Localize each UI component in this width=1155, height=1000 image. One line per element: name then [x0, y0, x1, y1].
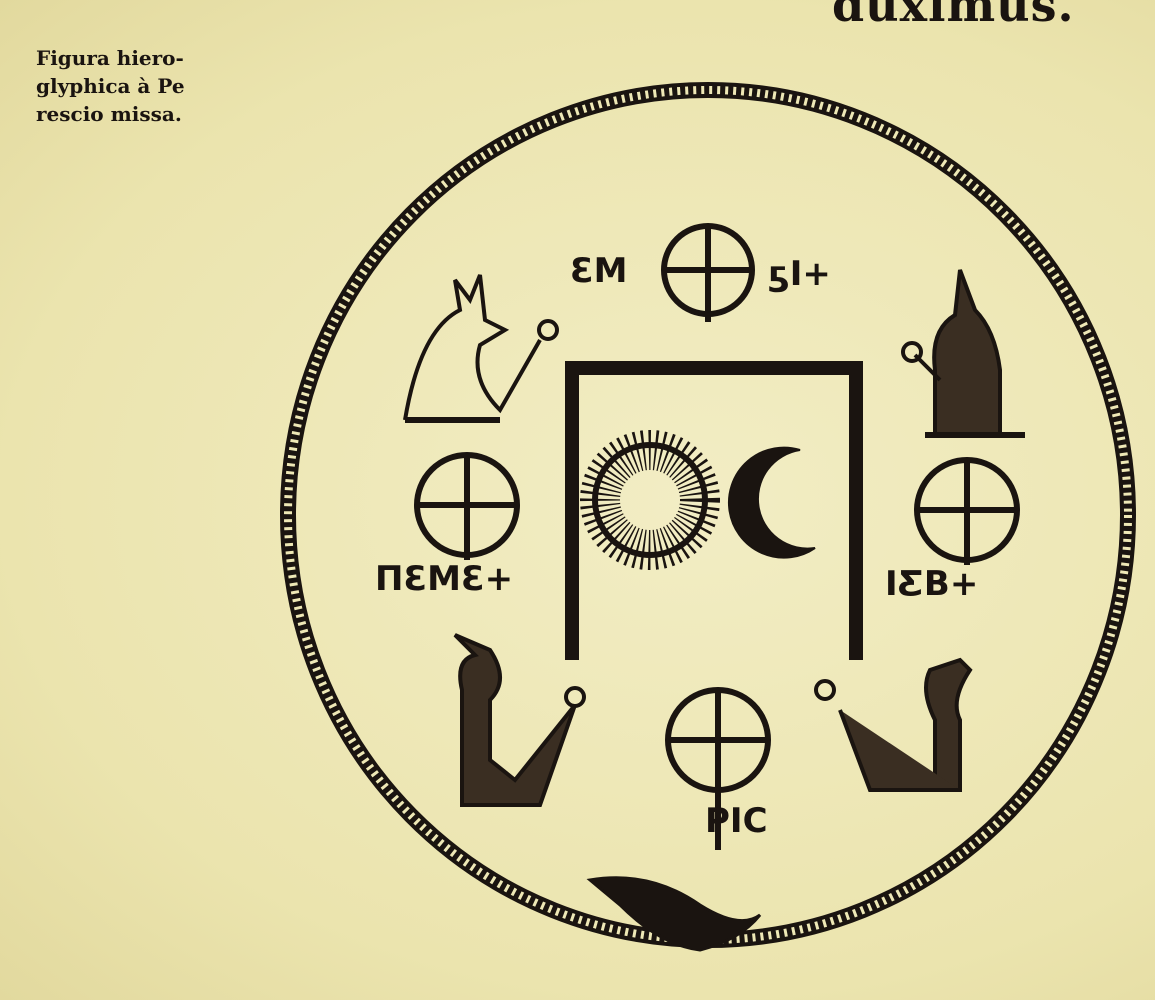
crossed-circle-bottom [665, 687, 771, 850]
margin-note-line: rescio missa. [36, 102, 182, 126]
label-right: IƸB+ [885, 564, 978, 604]
sun-face-icon [580, 430, 720, 570]
figure-bottom-left [453, 633, 586, 807]
gate-bracket [565, 361, 863, 660]
crescent-moon-icon [727, 446, 816, 559]
crossed-circle-right [914, 457, 1020, 565]
margin-note: Figura hiero- glyphica à Pe rescio missa… [36, 44, 266, 128]
figure-bottom-right [814, 657, 973, 792]
running-text-word: duximus. [832, 0, 1075, 32]
crossed-circle-left [414, 452, 520, 560]
margin-note-line: Figura hiero- [36, 46, 184, 70]
crossed-circle-top [661, 223, 755, 322]
label-top: ƐM [570, 251, 628, 291]
margin-note-line: glyphica à Pe [36, 74, 185, 98]
jackal-figure-top-left [403, 274, 559, 423]
label-bottom: PIC [705, 801, 768, 841]
figure-top-right [901, 269, 1025, 438]
ouroboros-serpent [280, 82, 1136, 952]
label-left: ΠƐMƐ+ [375, 559, 513, 599]
label-top-right: ƽI+ [768, 254, 831, 294]
